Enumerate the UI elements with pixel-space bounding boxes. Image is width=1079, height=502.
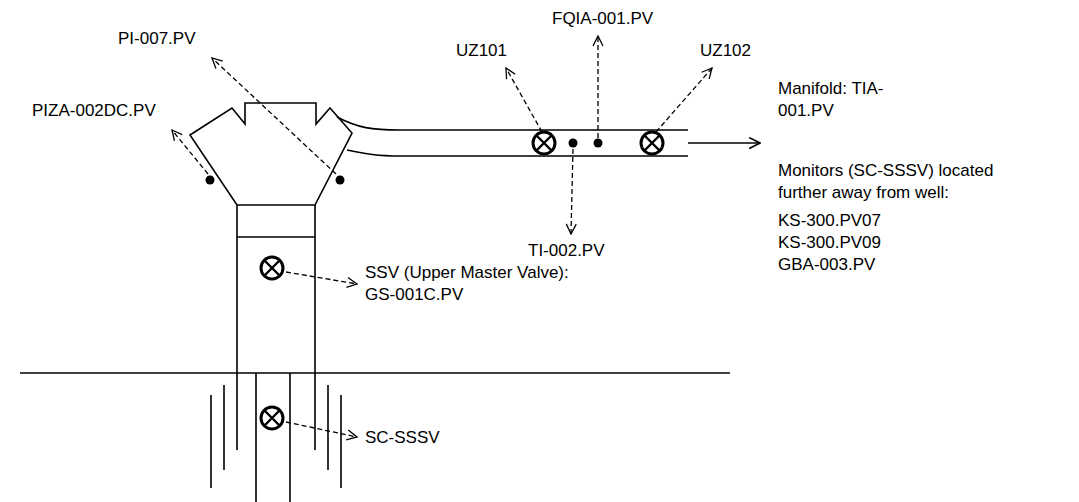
leader-line (597, 36, 598, 138)
leader-line (656, 68, 712, 132)
valve-tag: UZ101 (456, 40, 507, 62)
signal-tag: KS-300.PV07 (778, 210, 881, 232)
leader-line (286, 272, 357, 284)
tree-head (190, 103, 352, 205)
wellhead-body (237, 205, 315, 373)
leader-line (571, 149, 573, 234)
signal-tag: PIZA-002DC.PV (32, 100, 156, 122)
sensor-dot (569, 139, 578, 148)
valve-tag: UZ102 (700, 40, 751, 62)
leader-line (506, 68, 542, 132)
leader-line (172, 130, 208, 174)
ssv-valve (261, 257, 283, 279)
valve-note: SSV (Upper Master Valve): GS-001C.PV (365, 262, 595, 306)
signal-tag: PI-007.PV (118, 28, 196, 50)
manifold-note: Manifold: TIA-001.PV (778, 78, 888, 122)
flow-arrow (688, 142, 760, 144)
flowline-top (337, 117, 688, 130)
casing-strings (211, 373, 341, 502)
uz102-valve (641, 132, 663, 154)
signal-tag: GBA-003.PV (778, 254, 875, 276)
monitor-note: Monitors (SC-SSSV) located further away … (778, 160, 1040, 204)
valve-tag: SC-SSSV (365, 427, 440, 449)
sc-sssv-valve (261, 407, 283, 429)
ground-line (20, 372, 730, 374)
signal-tag: TI-002.PV (528, 240, 605, 262)
flowline-bottom (347, 150, 688, 156)
leader-line (286, 422, 357, 437)
signal-tag: FQIA-001.PV (552, 8, 653, 30)
uz101-valve (533, 132, 555, 154)
sensor-dot (594, 139, 603, 148)
sensor-dot (336, 176, 345, 185)
leader-line (212, 58, 336, 174)
signal-tag: KS-300.PV09 (778, 232, 881, 254)
sensor-dot (206, 176, 215, 185)
